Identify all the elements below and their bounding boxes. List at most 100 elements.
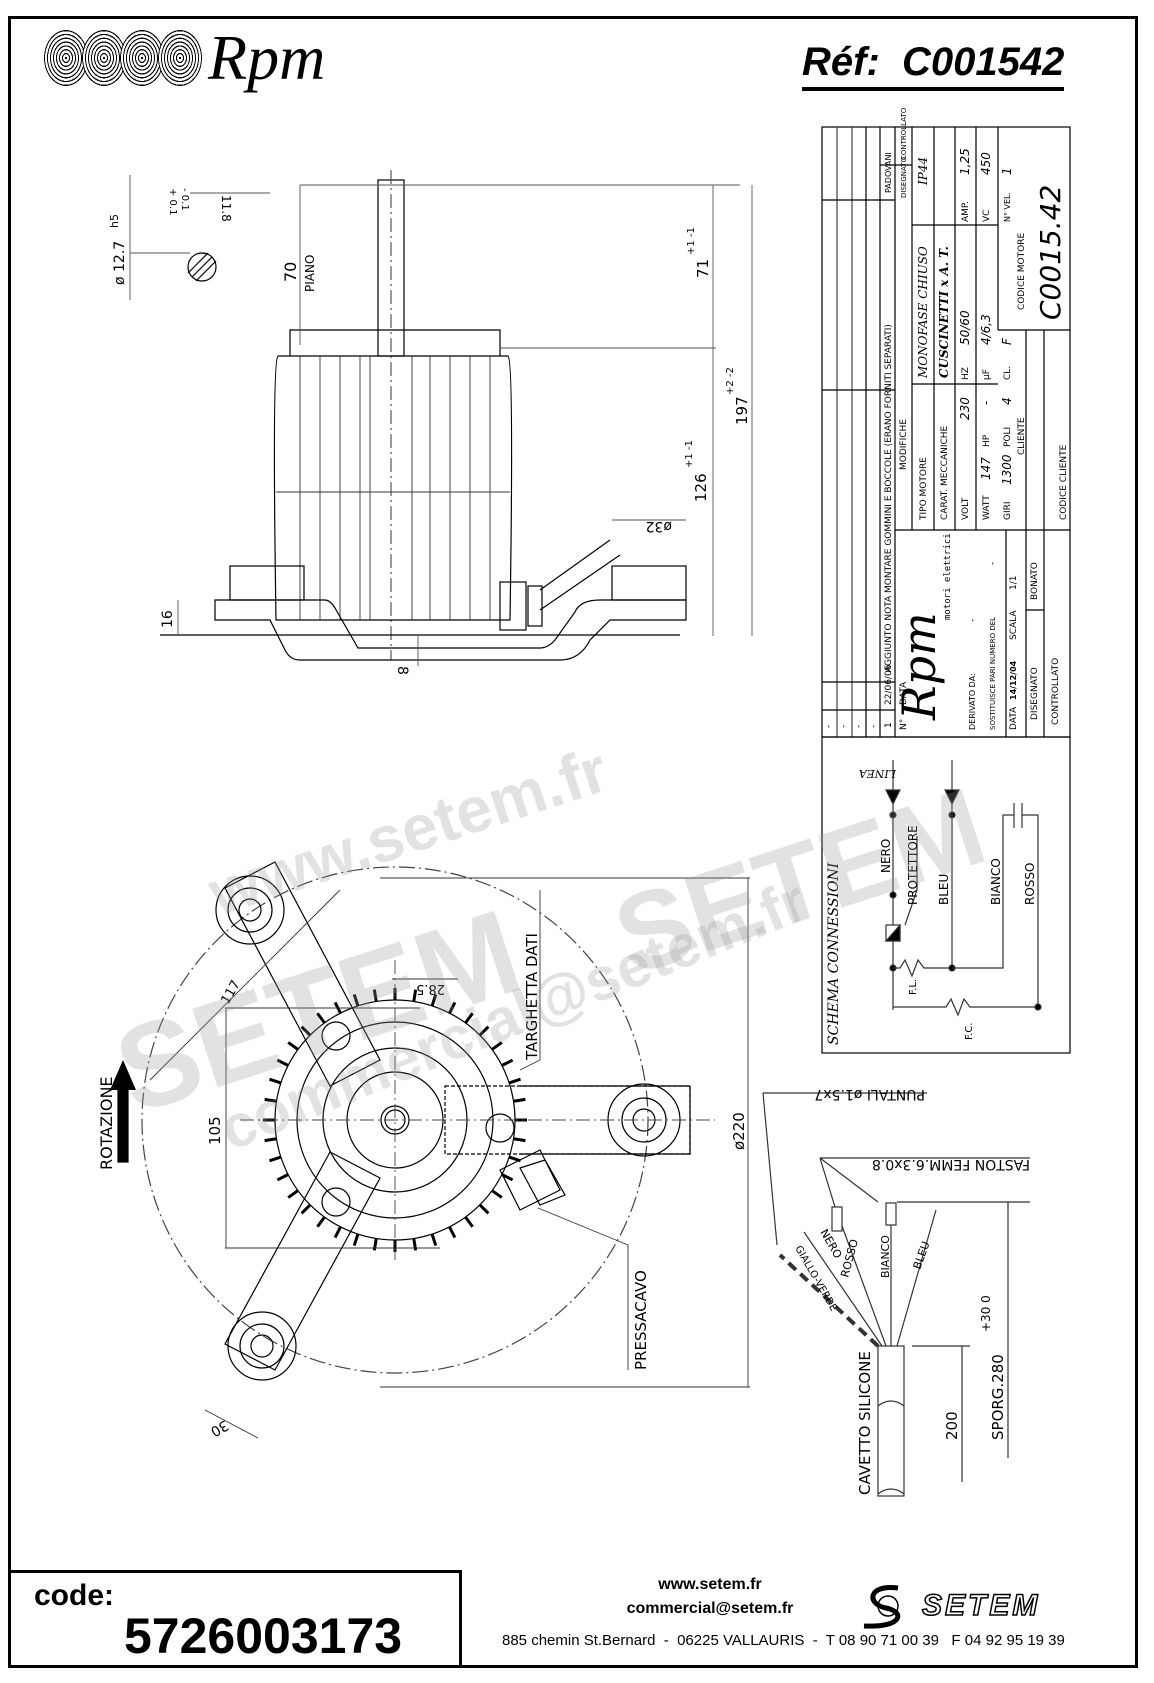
col-n: N°: [899, 719, 909, 730]
sostituisce-label: SOSTITUISCE PARI NUMERO DEL: [989, 617, 997, 730]
scala-value: 1/1: [1009, 576, 1019, 590]
dim-126-tol: +1 -1: [684, 440, 695, 468]
wiring-diagram: [884, 760, 1042, 1017]
nameplate-label: TARGHETTA DATI: [523, 933, 541, 1061]
protection-value: IP44: [916, 157, 930, 186]
website-link[interactable]: www.setem.fr: [658, 1576, 762, 1593]
hp-label: HP: [982, 434, 992, 447]
title-block-subtitle: motori elettrici: [943, 533, 953, 620]
shaft-diameter-label: ø 12.7: [112, 241, 128, 285]
sporg-label: SPORG.280: [989, 1354, 1007, 1440]
tipo-motore-label: TIPO MOTORE: [919, 457, 929, 521]
code-label: code:: [34, 1579, 115, 1612]
rotation-label: ROTAZIONE: [97, 1076, 116, 1170]
dim-16-label: 16: [160, 610, 176, 628]
piano-label: PIANO: [303, 255, 317, 292]
setem-logo: SETEM: [858, 1582, 1040, 1630]
title-block: [821, 126, 1071, 1054]
carat-value: CUSCINETTI x A. T.: [937, 246, 951, 378]
cl-label: CL.: [1003, 366, 1013, 380]
linea-label: LINEA: [859, 767, 897, 780]
rev-n: -: [854, 725, 864, 728]
fc-label: F.C.: [964, 1023, 975, 1041]
wire-bianco-label: BIANCO: [989, 858, 1003, 905]
hz-value: 50/60: [958, 310, 972, 345]
rpm-logo: Rpm: [44, 26, 325, 90]
uf-label: µF: [982, 369, 992, 380]
rev-drawn: PADOVANI: [884, 152, 893, 193]
watt-value: 147: [979, 457, 993, 480]
protector-label: PROTETTORE: [906, 825, 920, 905]
rev-n: -: [869, 725, 879, 728]
giri-label: GIRI: [1003, 501, 1013, 520]
nvel-label: N° VEL.: [1003, 192, 1012, 222]
email-link[interactable]: commercial@setem.fr: [626, 1600, 794, 1617]
reference-title: Réf: C001542: [802, 40, 1065, 91]
puntali-label: PUNTALI ø1.5x7: [814, 1086, 925, 1102]
controllato-label: CONTROLLATO: [1051, 658, 1061, 725]
poli-value: 4: [1000, 397, 1014, 405]
title-block-brand: Rpm: [892, 612, 946, 721]
shaft-length-label: 70: [281, 262, 300, 282]
rev-n: -: [824, 725, 834, 728]
lead-nero-label: NERO: [817, 1227, 844, 1261]
wire-rosso-label: ROSSO: [1023, 863, 1037, 905]
rev-description: AGGIUNTO NOTA MONTARE GOMMINI E BOCCOLE …: [884, 324, 894, 672]
col-disegnato: DISEGNATO: [900, 156, 908, 198]
rev-n: -: [839, 725, 849, 728]
flat-tol-plus: + 0.1: [167, 188, 178, 215]
data-label: DATA: [1009, 706, 1019, 730]
fl-label: F.L.: [908, 979, 919, 995]
dim-8-label: 8: [394, 666, 410, 675]
carat-label: CARAT. MECCANICHE: [940, 425, 950, 520]
code-box: code: 5726003173: [8, 1570, 462, 1668]
wire-bleu-label: BLEU: [937, 874, 951, 905]
dim-30-label: 30: [208, 1417, 231, 1440]
setem-swirl-icon: [863, 1585, 901, 1629]
col-data: DATA: [899, 681, 909, 705]
dim-32-label: ø32: [646, 518, 672, 534]
amp-label: AMP.: [961, 201, 971, 222]
tipo-motore-value: MONOFASE CHIUSO: [916, 246, 930, 379]
cavetto-label: CAVETTO SILICONE: [856, 1351, 874, 1495]
disegnato-label: DISEGNATO: [1030, 667, 1040, 720]
hz-label: HZ: [961, 367, 971, 380]
code-value: 5726003173: [124, 1608, 403, 1664]
setem-wordmark: SETEM: [921, 1588, 1041, 1623]
col-modifiche: MODIFICHE: [899, 419, 909, 470]
wire-nero-label: NERO: [879, 839, 893, 873]
cable-drawing: [762, 1092, 1030, 1497]
rev-n: 1: [884, 722, 894, 728]
lead-bianco-label: BIANCO: [879, 1235, 892, 1278]
coils-logo-icon: [44, 30, 202, 86]
uf-value: 4/6,3: [979, 314, 993, 345]
wiring-title: SCHEMA CONNESSIONI: [826, 862, 842, 1045]
watt-label: WATT: [982, 495, 992, 520]
dim-71-label: 71: [694, 259, 712, 278]
reference-value: C001542: [902, 40, 1065, 84]
vc-label: VC: [982, 210, 992, 222]
poli-label: POLI: [1003, 427, 1013, 447]
sostituisce-value: -: [988, 562, 998, 565]
cl-value: F: [1000, 337, 1014, 345]
reference-label: Réf:: [802, 40, 880, 84]
faston-label: FASTON FEMM.6.3x0.8: [872, 1156, 1030, 1172]
derivato-value: -: [968, 619, 978, 622]
derivato-label: DERIVATO DA:: [968, 673, 977, 730]
codice-motore-label: CODICE MOTORE: [1017, 233, 1027, 310]
shaft-tolerance-label: h5: [108, 214, 121, 228]
codice-cliente-label: CODICE CLIENTE: [1059, 444, 1069, 520]
lead-rosso-label: ROSSO: [838, 1237, 861, 1278]
address-line: 885 chemin St.Bernard - 06225 VALLAURIS …: [502, 1632, 1065, 1649]
dim-200-label: 200: [943, 1411, 961, 1440]
scala-label: SCALA: [1009, 610, 1019, 640]
lead-bleu-label: BLEU: [911, 1240, 933, 1271]
rev-date: 22/06/06: [884, 664, 894, 705]
side-view: [129, 170, 753, 666]
amp-value: 1,25: [958, 148, 972, 175]
flat-dim-label: 11.8: [219, 195, 233, 222]
sporg-tolerance: +30 0: [979, 1295, 993, 1332]
vc-value: 450: [979, 152, 993, 175]
volt-value: 230: [958, 397, 972, 420]
